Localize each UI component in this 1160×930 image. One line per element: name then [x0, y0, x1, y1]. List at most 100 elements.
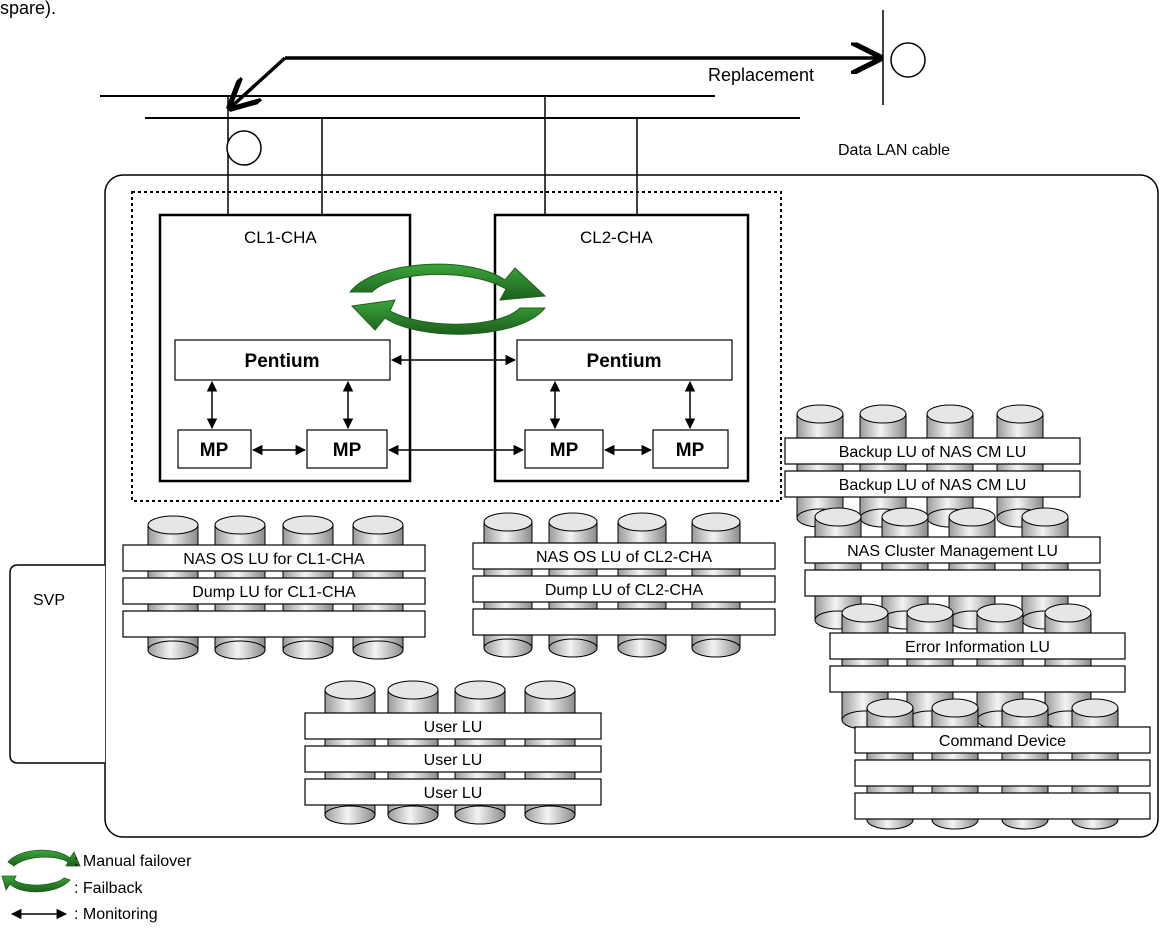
disk-backup-0-top [796, 404, 844, 424]
cluster-boundary [131, 191, 782, 502]
lu-bar-cl2-0 [472, 542, 776, 570]
disk-backup-2-body [926, 413, 974, 519]
lu-bar-error-info-0 [829, 632, 1126, 660]
disk-user-2-top [454, 680, 506, 700]
cl2-pentium-label: Pentium [587, 351, 662, 372]
disk-cl2-3-bottom [691, 638, 741, 658]
disk-command-1-top [931, 698, 979, 718]
cl1-mp-right-label: MP [333, 440, 362, 461]
disk-error-info-2-top [976, 603, 1024, 623]
disk-cl1-1-bottom [214, 640, 266, 660]
lu-bar-backup-1 [784, 470, 1081, 498]
legend-monitoring: : Monitoring [74, 906, 158, 923]
legend-failback: : Failback [74, 880, 143, 897]
lu-label-cl2-1: Dump LU of CL2-CHA [545, 582, 704, 599]
storage-enclosure [104, 174, 1159, 838]
lu-bar-command-0 [854, 726, 1151, 754]
disk-backup-1-top [859, 404, 907, 424]
lu-label-user-2: User LU [424, 785, 483, 802]
cl2-cha-title: CL2-CHA [580, 228, 653, 247]
disk-error-info-3-top [1044, 603, 1092, 623]
lu-bar-cl1-1 [122, 577, 426, 605]
lu-label-user-1: User LU [424, 752, 483, 769]
cl2-pentium-box [516, 339, 733, 381]
cl2-mp-right-label: MP [676, 440, 705, 461]
disk-cl1-3-top [352, 515, 404, 535]
legend-failback-icon [1, 875, 71, 893]
lu-label-cl1-0: NAS OS LU for CL1-CHA [183, 551, 365, 568]
disk-cl2-2-bottom [617, 638, 667, 658]
lu-label-cl2-0: NAS OS LU of CL2-CHA [536, 549, 712, 566]
disk-cluster-mgmt-0-top [814, 507, 862, 527]
disk-cluster-mgmt-3-body [1021, 516, 1069, 621]
disk-user-3-bottom [524, 805, 576, 825]
lu-bar-error-info-1 [829, 665, 1126, 693]
disk-cluster-mgmt-1-body [881, 516, 929, 621]
disk-error-info-0-top [841, 603, 889, 623]
port-circle-left [226, 130, 262, 166]
replacement-arrow-left [230, 56, 287, 108]
disk-cl1-2-bottom [282, 640, 334, 660]
disk-backup-2-top [926, 404, 974, 424]
disk-cl2-1-bottom [548, 638, 598, 658]
lu-bar-cluster-mgmt-0 [804, 536, 1101, 564]
lu-label-cluster-mgmt-0: NAS Cluster Management LU [847, 543, 1058, 560]
cl1-pentium-label: Pentium [245, 351, 320, 372]
cl2-mp-right-box [652, 429, 729, 469]
legend-manual-failover: : Manual failover [74, 853, 192, 870]
disk-cluster-mgmt-3-top [1021, 507, 1069, 527]
lu-group-cl2: NAS OS LU of CL2-CHA Dump LU of CL2-CHA [472, 512, 776, 658]
lu-layer: NAS OS LU for CL1-CHA Dump LU for CL1-CHA… [122, 404, 1151, 830]
disk-cl2-0-bottom [483, 638, 533, 658]
failback-arrow [350, 299, 547, 335]
lu-label-cl1-1: Dump LU for CL1-CHA [192, 584, 356, 601]
lu-bar-command-1 [854, 759, 1151, 787]
disk-cl1-2-top [282, 515, 334, 535]
lu-group-command: Command Device [854, 698, 1151, 830]
disk-cl2-2-top [617, 512, 667, 532]
lu-bar-cl1-2 [122, 610, 426, 638]
lu-group-cl1: NAS OS LU for CL1-CHA Dump LU for CL1-CHA [122, 515, 426, 660]
disk-backup-1-body [859, 413, 907, 519]
disk-command-2-top [1001, 698, 1049, 718]
disk-command-0-top [866, 698, 914, 718]
cl1-pentium-box [174, 339, 391, 381]
lu-bar-cl2-1 [472, 575, 776, 603]
disk-command-3-top [1071, 698, 1119, 718]
lu-label-user-0: User LU [424, 719, 483, 736]
lu-bar-cl1-0 [122, 544, 426, 572]
lu-label-command-0: Command Device [939, 733, 1066, 750]
legend-failover-icon [7, 849, 81, 867]
disk-cl2-3-top [691, 512, 741, 532]
header-text: spare). [0, 0, 56, 18]
disk-backup-0-body [796, 413, 844, 519]
disk-cluster-mgmt-2-body [948, 516, 996, 621]
svp-box [9, 564, 105, 764]
cl1-mp-left-box [177, 429, 252, 469]
lu-label-backup-0: Backup LU of NAS CM LU [839, 444, 1027, 461]
cl1-cha-title: CL1-CHA [244, 228, 317, 247]
disk-user-2-bottom [454, 805, 506, 825]
disk-cl1-1-top [214, 515, 266, 535]
disk-user-1-top [387, 680, 439, 700]
disk-cl1-3-bottom [352, 640, 404, 660]
disk-cl2-1-top [548, 512, 598, 532]
lu-bar-backup-0 [784, 437, 1081, 465]
cl1-mp-right-box [306, 429, 388, 469]
lu-bar-user-0 [304, 712, 602, 740]
cl2-mp-left-box [524, 429, 604, 469]
lu-label-backup-1: Backup LU of NAS CM LU [839, 477, 1027, 494]
svp-label: SVP [33, 592, 65, 609]
lu-group-user: User LU User LU User LU [304, 680, 602, 825]
data-lan-cable-label: Data LAN cable [838, 142, 950, 159]
cl2-mp-left-label: MP [550, 440, 579, 461]
port-circle-right [890, 42, 926, 78]
disk-backup-3-top [996, 404, 1044, 424]
disk-user-1-bottom [387, 805, 439, 825]
lu-bar-command-2 [854, 792, 1151, 820]
disk-user-3-top [524, 680, 576, 700]
lu-bar-cl2-2 [472, 608, 776, 636]
manual-failover-arrow [348, 263, 547, 301]
